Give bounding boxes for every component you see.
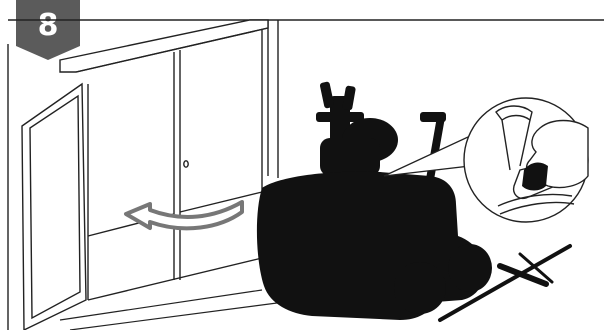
lawn-mower-silhouette-icon [257,81,492,320]
floor-lines [60,290,300,330]
cabinet-body [88,30,262,300]
cabinet-top [60,20,268,72]
open-door [22,84,86,330]
handle-lever-magnifier-icon [464,98,588,222]
curved-arrow-left-icon [126,202,242,228]
